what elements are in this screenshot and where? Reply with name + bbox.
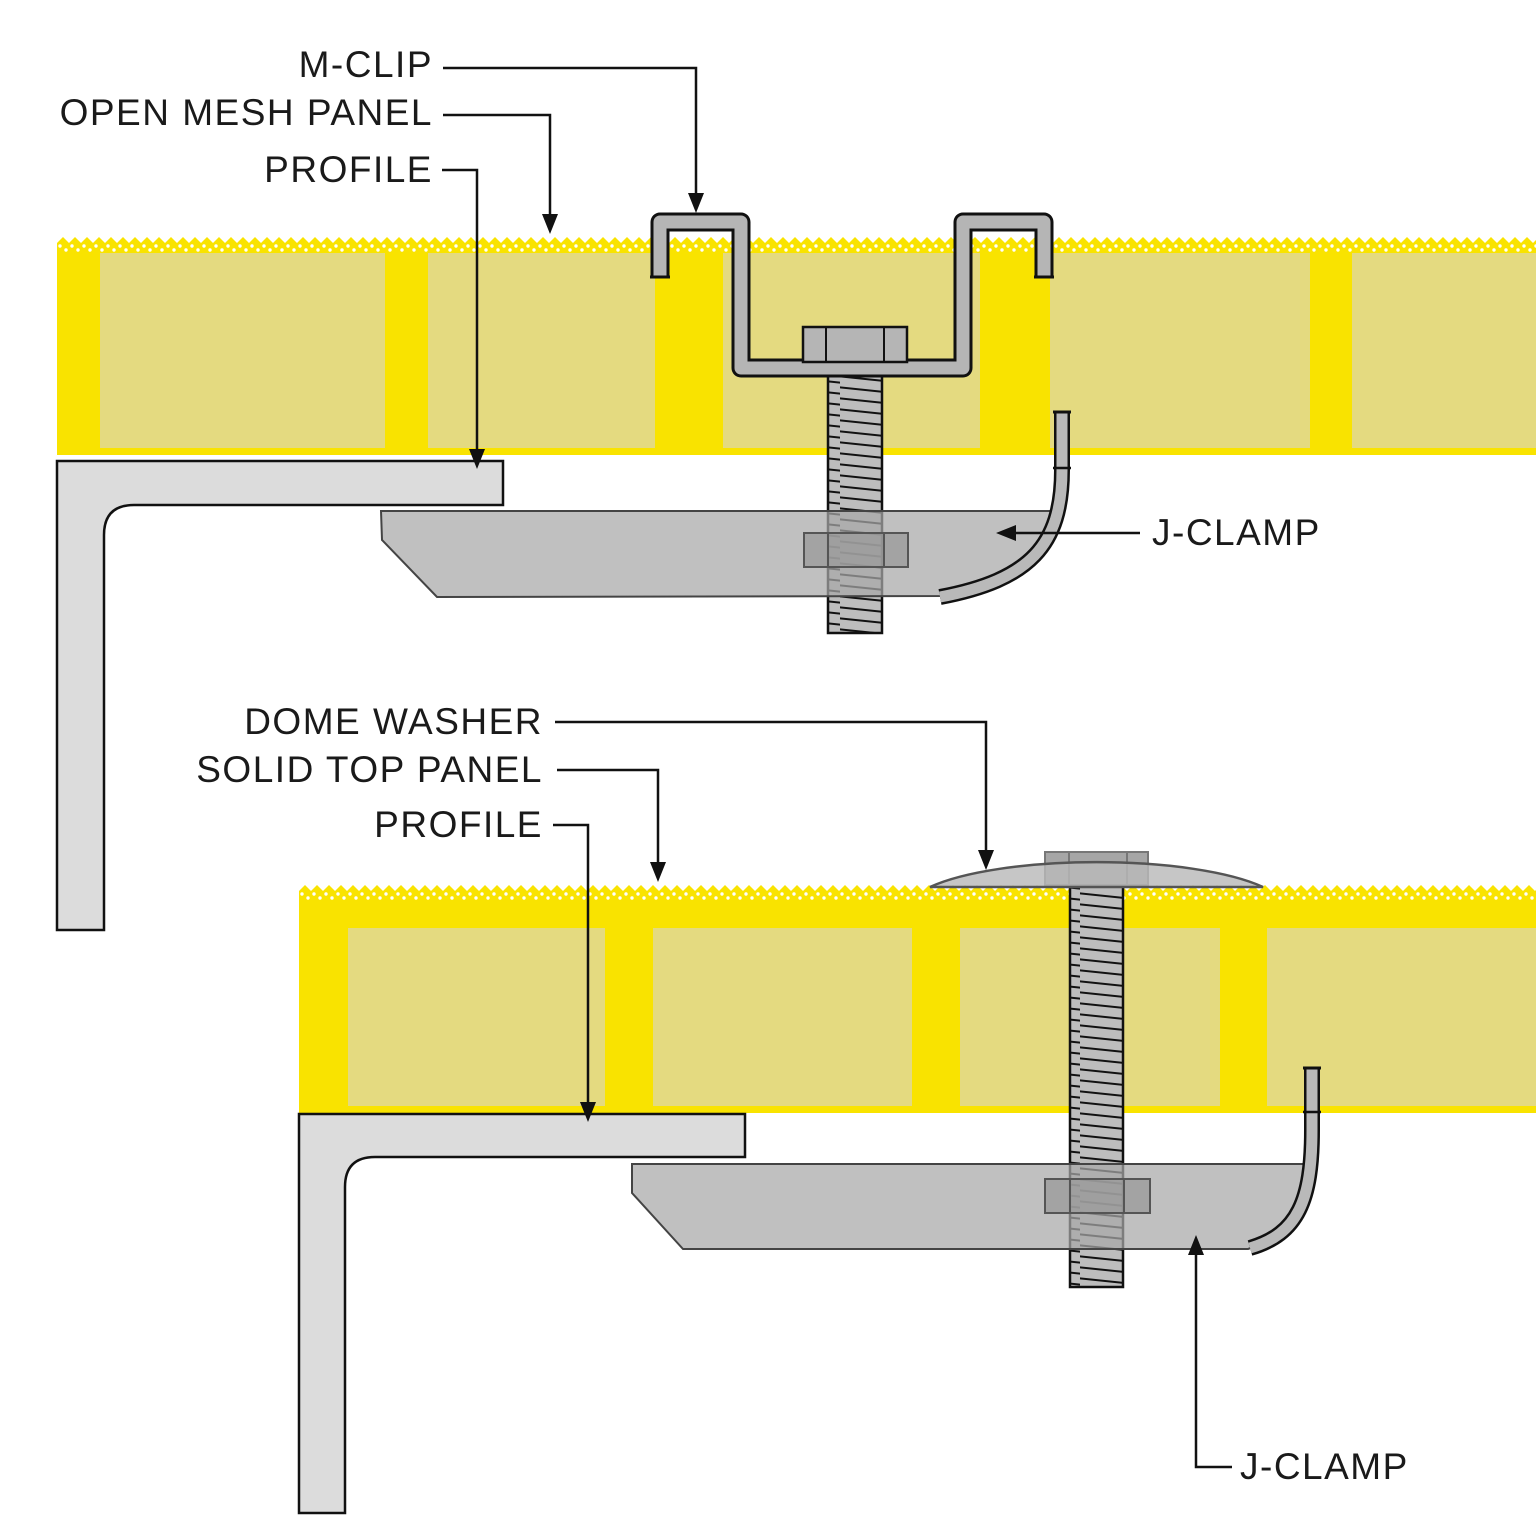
leader-m-clip: [443, 66, 698, 203]
l-profile-top: [55, 459, 505, 932]
j-clamp-plate-top: [379, 510, 1056, 599]
arrowhead-m-clip: [688, 193, 704, 213]
j-hook-bottom: [1247, 1066, 1321, 1256]
leader-profile-bottom: [553, 823, 590, 1112]
solid-top-panel-bearing-bars: [348, 928, 1536, 1106]
arrowhead-j-clamp-bottom: [1188, 1235, 1204, 1255]
solid-top-panel-grit-surface: [299, 885, 1536, 901]
arrowhead-solid-top-panel: [650, 862, 666, 882]
leader-open-mesh-panel: [443, 113, 552, 224]
label-j-clamp-top: J-CLAMP: [1152, 512, 1321, 553]
label-profile-top: PROFILE: [264, 149, 433, 190]
leader-arrowheads-bottom: [580, 850, 1204, 1255]
arrowhead-profile-bottom: [580, 1102, 596, 1122]
arrowhead-j-clamp-top: [996, 525, 1016, 541]
solid-top-panel: [299, 885, 1536, 1113]
label-open-mesh-panel: OPEN MESH PANEL: [59, 92, 433, 133]
leader-arrowheads-top: [469, 193, 1016, 541]
label-m-clip: M-CLIP: [298, 44, 433, 85]
leader-dome-washer: [555, 720, 988, 860]
hex-nut-top: [803, 532, 909, 568]
open-mesh-panel-grit-surface: [57, 237, 1536, 253]
j-clamp-plate-bottom: [631, 1163, 1312, 1250]
label-solid-top-panel: SOLID TOP PANEL: [196, 749, 543, 790]
arrowhead-profile-top: [469, 449, 485, 469]
label-dome-washer: DOME WASHER: [244, 701, 543, 742]
arrowhead-dome-washer: [978, 850, 994, 870]
arrowhead-open-mesh-panel: [542, 214, 558, 234]
l-profile-bottom: [297, 1112, 747, 1515]
j-hook-top: [938, 410, 1071, 605]
leader-j-clamp-bottom: [1194, 1245, 1232, 1469]
open-mesh-panel: [57, 237, 1536, 455]
leader-lines-bottom: [553, 720, 1232, 1469]
dome-washer: [929, 860, 1264, 889]
leader-solid-top-panel: [557, 768, 660, 872]
label-profile-bottom: PROFILE: [374, 804, 543, 845]
m-clip: [650, 212, 1054, 378]
leader-lines-top: [442, 66, 1140, 535]
leader-profile-top: [442, 168, 479, 459]
label-j-clamp-bottom: J-CLAMP: [1240, 1446, 1409, 1487]
hex-bolt-head-top: [801, 325, 909, 364]
hex-nut-bottom: [1044, 1178, 1151, 1214]
